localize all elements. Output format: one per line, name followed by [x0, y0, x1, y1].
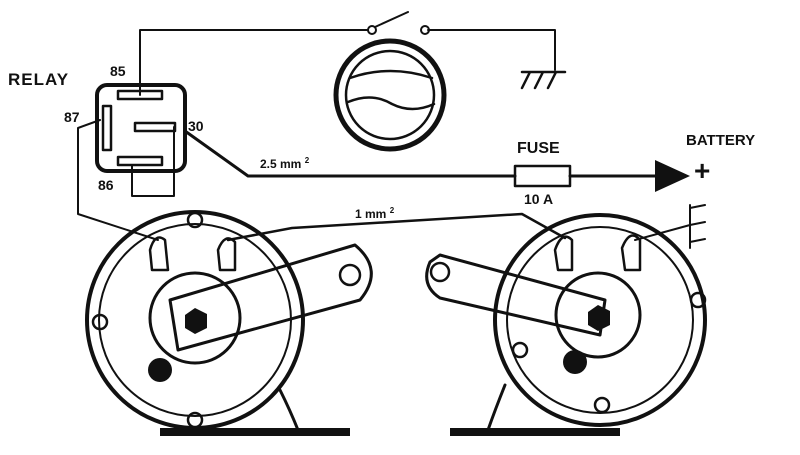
horn-button-icon [333, 38, 447, 152]
battery-arrow-icon [655, 160, 690, 192]
left-horn-icon [85, 210, 373, 436]
main-wire-gauge: 2.5 mm 2 [260, 156, 310, 171]
battery-polarity: + [694, 155, 710, 186]
ground-symbol-icon [520, 70, 567, 90]
fuse [513, 164, 572, 188]
relay-pin-87: 87 [64, 109, 80, 125]
fuse-label: FUSE [517, 140, 560, 157]
control-wire [139, 29, 556, 96]
relay-pin-85: 85 [110, 63, 126, 79]
horn-feed-wire [77, 119, 159, 241]
horn-bridge-wire [226, 212, 567, 242]
main-feed-wire [183, 129, 660, 178]
relay-pin-30: 30 [188, 118, 204, 134]
horn-switch-icon [367, 11, 430, 35]
right-horn-ground-icon [634, 204, 706, 249]
relay-pin-86: 86 [98, 177, 114, 193]
relay-title: RELAY [8, 70, 69, 89]
right-horn-icon [425, 213, 707, 436]
fuse-rating: 10 A [524, 191, 553, 207]
horn-wire-gauge: 1 mm 2 [355, 206, 395, 221]
battery-label: BATTERY [686, 132, 755, 149]
relay [95, 83, 187, 197]
